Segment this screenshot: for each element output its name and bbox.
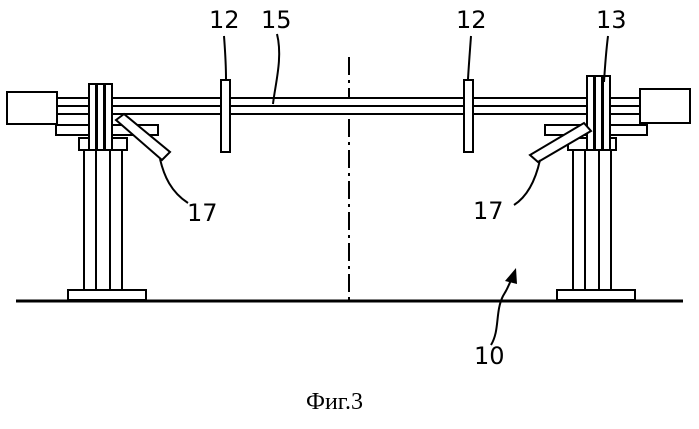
leader-12-right	[468, 36, 471, 79]
leader-17-right	[514, 160, 540, 205]
ref-label-15: 15	[261, 6, 292, 34]
ref-label-10: 10	[474, 342, 505, 370]
leader-12-left	[224, 36, 226, 79]
ref-label-12-right: 12	[456, 6, 487, 34]
right-support-stand	[557, 138, 635, 300]
left-support-stand	[68, 138, 146, 300]
ref-label-12-left: 12	[209, 6, 240, 34]
ref-label-13: 13	[596, 6, 627, 34]
left-clamp-plates	[89, 84, 112, 150]
leader-17-left	[160, 159, 188, 203]
right-clamp-plates	[587, 76, 610, 150]
right-end-block	[640, 89, 690, 123]
right-vertical-member	[464, 80, 473, 152]
ref-label-17-left: 17	[187, 199, 218, 227]
ref-label-17-right: 17	[473, 197, 504, 225]
leader-15	[273, 34, 279, 104]
left-vertical-member	[221, 80, 230, 152]
arrowhead-10	[505, 268, 517, 284]
leader-10	[491, 277, 512, 345]
figure-caption: Фиг.3	[306, 389, 363, 415]
left-end-block	[7, 92, 57, 124]
main-beam	[56, 98, 646, 114]
